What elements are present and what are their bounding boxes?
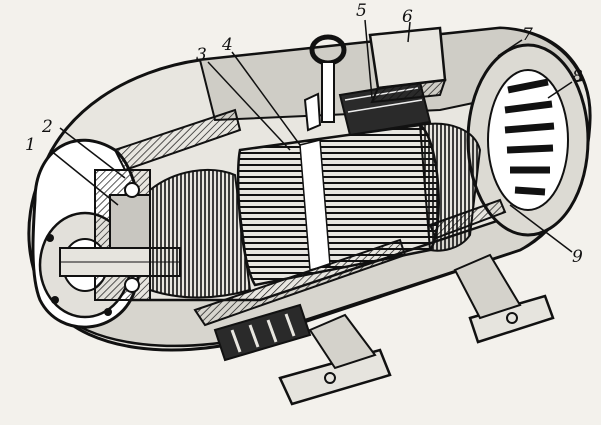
label-5: 5: [356, 1, 367, 21]
callout-labels: 1 2 3 4 5 6 7 8 9: [25, 1, 583, 267]
mounting-feet: [278, 253, 555, 406]
label-4: 4: [221, 35, 233, 55]
frame-section: [113, 108, 507, 327]
label-2: 2: [41, 117, 53, 137]
terminal-box: [368, 26, 447, 104]
lifting-eye-bolt: [303, 34, 347, 132]
label-9: 9: [572, 247, 583, 267]
bearing-assembly: [94, 169, 151, 301]
end-shield-right: [466, 43, 590, 237]
label-1: 1: [25, 135, 36, 155]
label-6: 6: [402, 7, 413, 27]
ventilation-grille: [213, 303, 312, 362]
armature-end-winding: [149, 169, 252, 299]
label-8: 8: [572, 67, 583, 87]
leader-lines: [49, 19, 573, 253]
label-3: 3: [196, 45, 207, 65]
label-7: 7: [522, 25, 533, 45]
